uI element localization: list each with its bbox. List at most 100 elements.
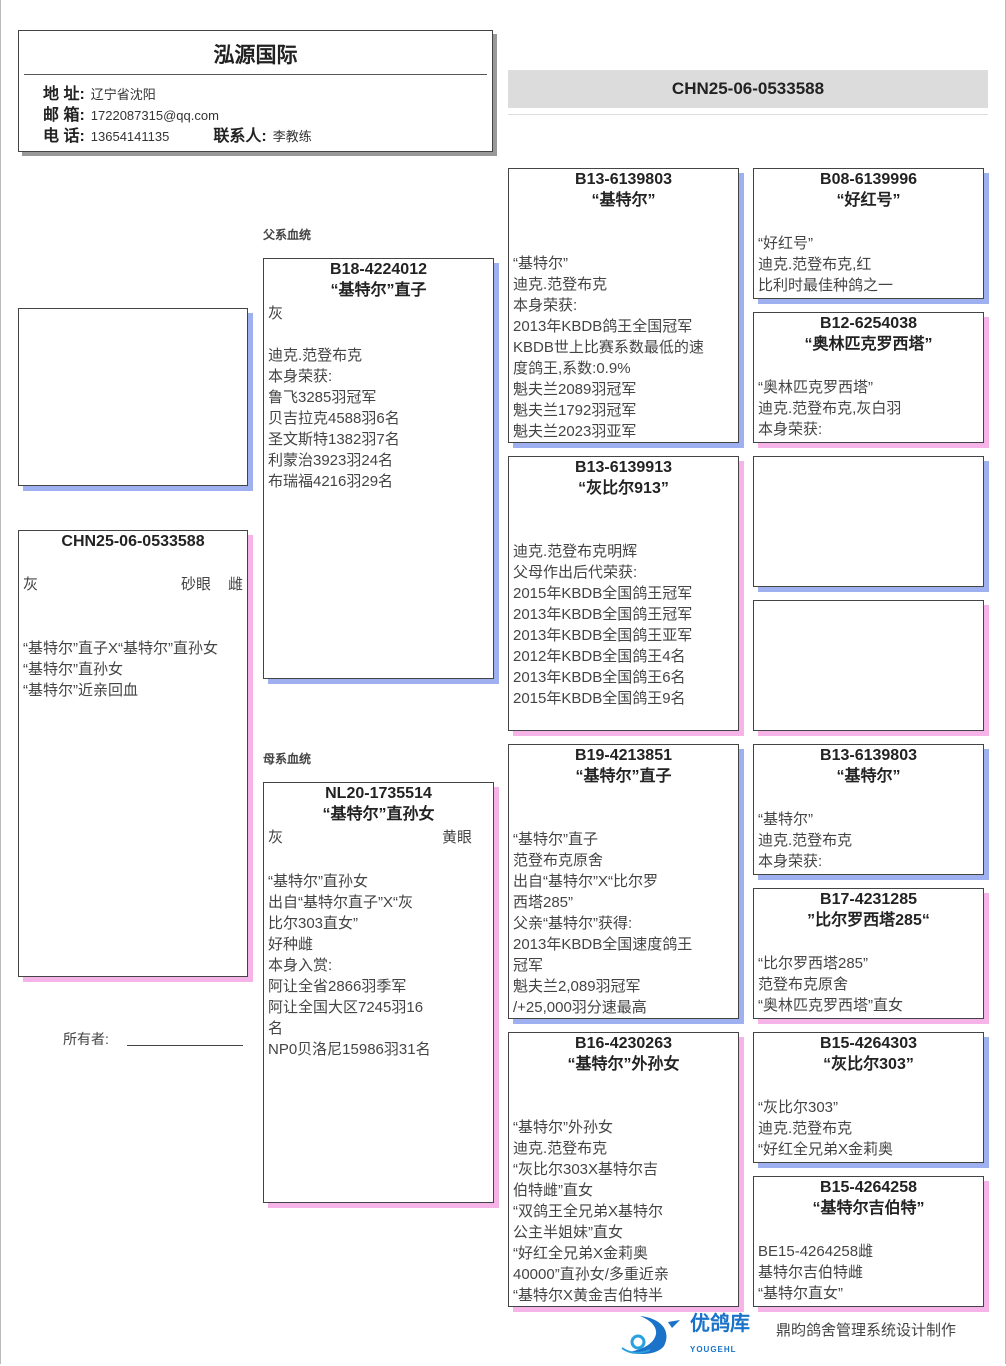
ancestor-name: “基特尔吉伯特” (812, 1200, 925, 1217)
note-line: 2013年KBDB全国鸽王冠军 (513, 606, 693, 623)
empty-ancestor-card (753, 456, 984, 587)
loft-name: 泓源国际 (213, 44, 298, 67)
note-line: 鲁飞3285羽冠军 (268, 389, 377, 406)
note-line: 本身荣获: (268, 368, 333, 385)
note-line: “基特尔”直子 (513, 831, 598, 848)
note-line: 圣文斯特1382羽7名 (268, 431, 400, 448)
note-line: 迪克.范登布克 (758, 832, 853, 849)
note-line: 本身荣获: (758, 853, 823, 870)
ancestor-name: “基特尔”直子 (575, 768, 672, 785)
note-line: 2013年KBDB全国鸽王6名 (513, 669, 686, 686)
ancestor-card: B08-6139996“好红号”“好红号”迪克.范登布克,红比利时最佳种鸽之一 (753, 168, 984, 299)
note-line: KBDB世上比赛系数最低的速 (513, 339, 704, 356)
photo-box (18, 308, 248, 486)
note-line: 利蒙治3923羽24名 (268, 452, 394, 469)
owner-signature-line (127, 1045, 243, 1046)
ancestor-ring: B15-4264258 (820, 1179, 917, 1196)
note-line: “双鸽王全兄弟X基特尔 (513, 1203, 664, 1220)
ancestor-card: B13-6139803 “基特尔”“基特尔” 迪克.范登布克本身荣获: (753, 744, 984, 875)
note-line: 迪克.范登布克 (268, 347, 363, 364)
contact-value: 李教练 (272, 129, 312, 144)
dam-name: “基特尔”直孙女 (322, 806, 435, 823)
note-line: 父亲“基特尔”获得: (513, 915, 633, 932)
ancestor-ring: B13-6139913 (575, 459, 672, 476)
note-line: 2015年KBDB全国鸽王冠军 (513, 585, 693, 602)
note-line: 2013年KBDB全国速度鸽王 (513, 936, 693, 953)
address-value: 辽宁省沈阳 (90, 87, 156, 102)
ancestor-notes: “基特尔” 迪克.范登布克本身荣获: (758, 809, 979, 872)
note-line: “好红号” (758, 235, 813, 252)
note-line: 魁夫兰2089羽冠军 (513, 381, 637, 398)
note-line: 基特尔吉伯特雌 (758, 1264, 864, 1281)
note-line: 名 (268, 1020, 284, 1037)
pedigree-id-bar: CHN25-06-0533588 (508, 70, 988, 108)
note-line: 比尔303直女” (268, 915, 359, 932)
ancestor-ring: B16-4230263 (575, 1035, 672, 1052)
sire-name: “基特尔”直子 (330, 282, 427, 299)
note-line: “好红全兄弟X金莉奥 (513, 1245, 649, 1262)
ancestor-ring: B17-4231285 (820, 891, 917, 908)
subject-card: CHN25-06-0533588 灰 砂眼 雌 “基特尔”直子X“基特尔”直孙女… (18, 530, 248, 977)
ancestor-card: B12-6254038“奥林匹克罗西塔”“奥林匹克罗西塔”迪克.范登布克,灰白羽… (753, 312, 984, 443)
note-line: 迪克.范登布克 (758, 1120, 853, 1137)
owner-label: 所有者: (63, 1031, 109, 1047)
ancestor-notes: “基特尔”外孙女迪克.范登布克“灰比尔303X基特尔吉伯特雌”直女“双鸽王全兄弟… (513, 1117, 734, 1306)
note-line: 魁夫兰2023羽亚军 (513, 423, 637, 440)
ancestor-notes: BE15-4264258雌基特尔吉伯特雌“基特尔直女” (758, 1241, 979, 1304)
note-line: /+25,000羽分速最高 (513, 999, 647, 1016)
sire-ring: B18-4224012 (330, 261, 427, 278)
ancestor-ring: B08-6139996 (820, 171, 917, 188)
note-line: “奥林匹克罗西塔” (758, 379, 873, 396)
ancestor-card: B13-6139803“基特尔”“基特尔”迪克.范登布克本身荣获:2013年KB… (508, 168, 739, 443)
note-line: 阿让全省2866羽季军 (268, 978, 407, 995)
note-line: 范登布克原舍 (758, 976, 849, 993)
subject-eye: 砂眼 (181, 576, 212, 593)
note-line: 好种雌 (268, 936, 314, 953)
brand-subtitle: YOUGEHL (690, 1345, 737, 1354)
subject-notes: “基特尔”直子X“基特尔”直孙女 “基特尔”直孙女 “基特尔”近亲回血 (23, 638, 243, 701)
ancestor-card: B17-4231285 ”比尔罗西塔285“ “比尔罗西塔285” 范登布克原舍 “奥林… (753, 888, 984, 1019)
email-label: 邮 箱: (43, 107, 85, 124)
ancestor-name: “基特尔”外孙女 (567, 1056, 680, 1073)
header-divider (24, 74, 487, 75)
sire-section-label: 父系血统 (263, 228, 312, 242)
ancestor-name: “奥林匹克罗西塔” (804, 336, 933, 353)
sire-color: 灰 (268, 305, 284, 322)
email-row: 邮 箱:1722087315@qq.com (43, 106, 219, 125)
note-line: 本身荣获: (513, 297, 578, 314)
ancestor-ring: B13-6139803 (820, 747, 917, 764)
ancestor-card: B15-4264258“基特尔吉伯特”BE15-4264258雌基特尔吉伯特雌“… (753, 1176, 984, 1307)
note-line: 出自“基特尔”X“比尔罗 (513, 873, 658, 890)
note-line: “比尔罗西塔285” (758, 955, 869, 972)
sire-notes: 迪克.范登布克本身荣获:鲁飞3285羽冠军贝吉拉克4588羽6名圣文斯特1382… (268, 345, 489, 492)
ancestor-notes: “基特尔”直子范登布克原舍出自“基特尔”X“比尔罗西塔285”父亲“基特尔”获得… (513, 829, 734, 1018)
note-line: 父母作出后代荣获: (513, 564, 638, 581)
dam-ring: NL20-1735514 (325, 785, 432, 802)
ancestor-name: “灰比尔303” (823, 1056, 914, 1073)
note-line: “基特尔” (758, 811, 813, 828)
note-line: 本身入赏: (268, 957, 333, 974)
ancestor-card: B16-4230263“基特尔”外孙女“基特尔”外孙女迪克.范登布克“灰比尔30… (508, 1032, 739, 1307)
note-line: 迪克.范登布克 (513, 276, 608, 293)
note-line: 迪克.范登布克 (513, 1140, 608, 1157)
loft-header: 泓源国际 地 址:辽宁省沈阳 邮 箱:1722087315@qq.com 电 话… (18, 30, 493, 152)
note-line: 伯特雌”直女 (513, 1182, 593, 1199)
note-line: “基特尔”直孙女 (23, 661, 123, 678)
note-line: 出自“基特尔直子”X“灰 (268, 894, 413, 911)
note-line: “灰比尔303X基特尔吉 (513, 1161, 659, 1178)
note-line: 魁夫兰1792羽冠军 (513, 402, 637, 419)
dam-eye: 黄眼 (442, 829, 473, 846)
note-line: “灰比尔303” (758, 1099, 839, 1116)
note-line: 2012年KBDB全国鸽王4名 (513, 648, 686, 665)
dam-notes: “基特尔”直孙女出自“基特尔直子”X“灰比尔303直女” 好种雌本身入赏: 阿让全省… (268, 871, 489, 1060)
phone-value: 13654141135 (90, 129, 170, 144)
note-line: 布瑞福4216羽29名 (268, 473, 394, 490)
note-line: “基特尔”近亲回血 (23, 682, 138, 699)
note-line: “奥林匹克罗西塔”直女 (758, 997, 903, 1014)
note-line: “基特尔直女” (758, 1285, 843, 1302)
ancestor-name: ”比尔罗西塔285“ (807, 912, 930, 929)
note-line: “基特尔” (513, 255, 568, 272)
note-line: “基特尔”直孙女 (268, 873, 368, 890)
